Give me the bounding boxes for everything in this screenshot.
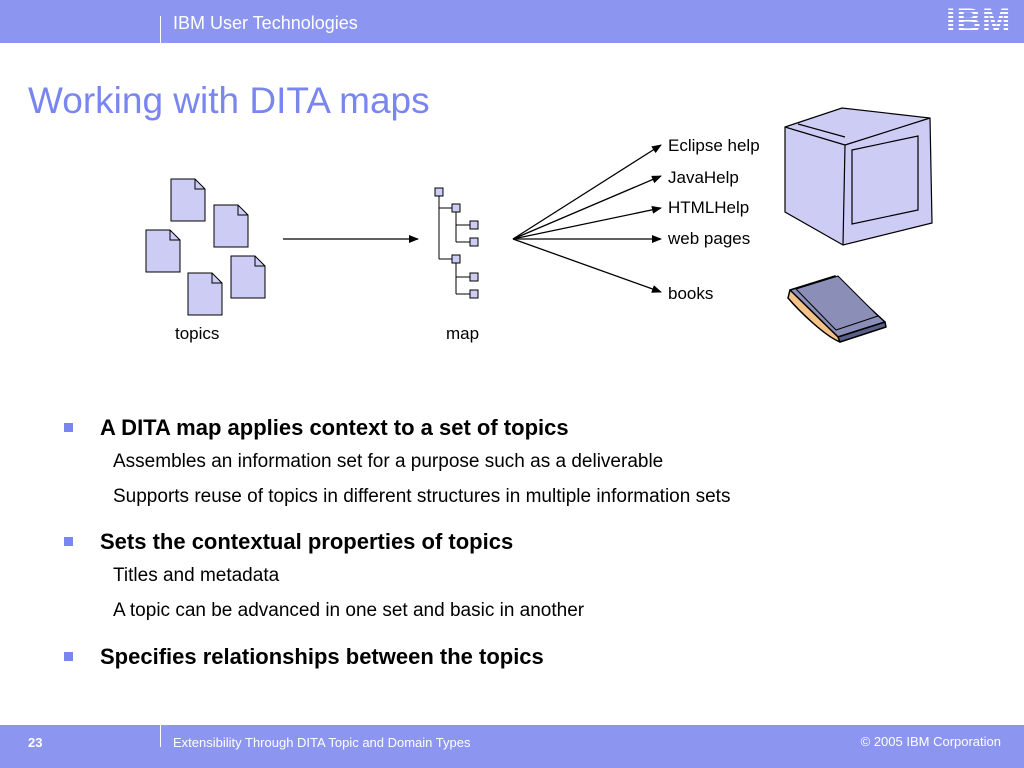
document-icon xyxy=(230,255,266,299)
bullet-marker xyxy=(64,652,73,661)
sub-bullet-item: Assembles an information set for a purpo… xyxy=(113,451,664,472)
bullet-marker xyxy=(64,423,73,432)
document-icon xyxy=(187,272,223,316)
sub-bullet-item: Titles and metadata xyxy=(113,565,280,586)
page-number: 23 xyxy=(28,735,43,750)
monitor-icon xyxy=(784,107,933,246)
bullet-item: Specifies relationships between the topi… xyxy=(100,644,544,669)
output-label-books: books xyxy=(668,284,714,303)
map-tree-icon xyxy=(434,187,479,299)
document-icon xyxy=(213,204,249,248)
ibm-logo: IBM xyxy=(946,2,1012,40)
document-icon xyxy=(145,229,181,273)
output-label-javahelp: JavaHelp xyxy=(668,168,739,187)
bullet-item: Sets the contextual properties of topics xyxy=(100,529,514,554)
header-separator xyxy=(160,16,161,43)
dita-map-diagram xyxy=(145,107,933,343)
output-label-eclipse-help: Eclipse help xyxy=(668,136,760,155)
arrow-eclipse-help xyxy=(512,144,662,240)
header-org-name: IBM User Technologies xyxy=(173,13,358,33)
map-label: map xyxy=(446,324,480,343)
arrow-books xyxy=(512,238,662,293)
copyright-notice: © 2005 IBM Corporation xyxy=(860,734,1001,749)
document-icon xyxy=(170,178,206,222)
sub-bullet-item: A topic can be advanced in one set and b… xyxy=(113,600,585,621)
slide-title: Working with DITA maps xyxy=(28,80,430,121)
topics-label: topics xyxy=(175,324,220,343)
arrow-javahelp xyxy=(512,175,662,240)
bullet-marker xyxy=(64,537,73,546)
sub-bullet-item: Supports reuse of topics in different st… xyxy=(113,486,731,507)
header-bar: IBM User Technologies IBM xyxy=(0,0,1024,43)
output-label-web-pages: web pages xyxy=(668,229,751,248)
footer-separator xyxy=(160,725,161,747)
footer-bar: 23 Extensibility Through DITA Topic and … xyxy=(0,725,1024,768)
footer-title: Extensibility Through DITA Topic and Dom… xyxy=(173,735,471,750)
output-label-htmlhelp: HTMLHelp xyxy=(668,198,750,217)
arrow-htmlhelp xyxy=(512,205,662,240)
bullet-item: A DITA map applies context to a set of t… xyxy=(100,415,569,440)
book-icon xyxy=(787,275,887,343)
